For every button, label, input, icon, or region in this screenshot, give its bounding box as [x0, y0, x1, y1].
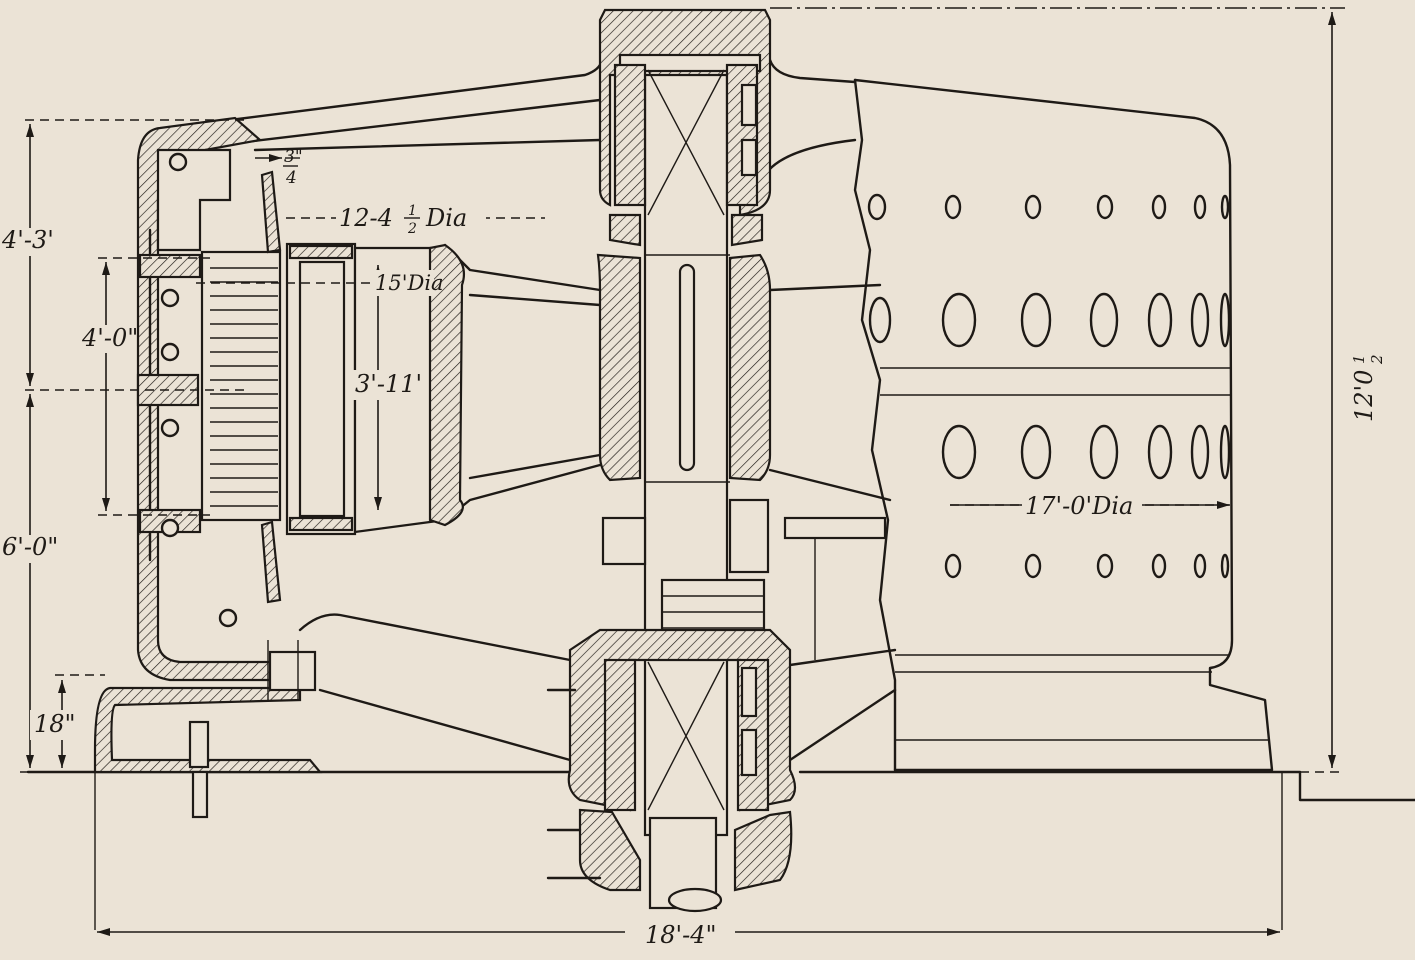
stator-core: [200, 170, 282, 604]
dim-air-gap-num: 3": [284, 147, 303, 167]
dim-overall-height: 12'0 1 2: [1350, 332, 1386, 428]
dim-top-section-height: 4'-3': [1, 226, 54, 254]
dim-bolt-circle-den: 2: [407, 221, 417, 237]
stator-frame-exterior: [853, 78, 1274, 772]
dim-overall-height-frac-num: 1: [1350, 354, 1368, 364]
shaft-and-hub: [596, 53, 772, 837]
dim-bottom-section-height: 6'-0": [2, 533, 58, 561]
dim-air-gap: 3" 4: [283, 147, 303, 188]
vent-holes-row-2: [868, 292, 1231, 348]
dim-air-gap-den: 4: [285, 168, 297, 188]
dim-overall-width: 18'-4": [645, 921, 717, 949]
dim-overall-height-frac-den: 2: [1368, 354, 1386, 365]
vent-holes-row-3: [941, 424, 1231, 480]
dim-overall-height-main: 12'0: [1350, 370, 1378, 422]
dim-base-height: 18": [34, 710, 76, 738]
dim-bolt-circle-prefix: 12-4: [339, 204, 393, 232]
thrust-and-lower-bearing: [546, 498, 887, 913]
vent-holes-row-4: [944, 553, 1230, 579]
dim-rotor-pole-length: 3'-11': [355, 370, 422, 398]
dim-rotor-diameter: 15'Dia: [375, 271, 444, 295]
dim-bolt-circle: 12-4 1 2 Dia: [336, 203, 486, 237]
base-ring: [93, 640, 323, 819]
dim-bolt-circle-suffix: Dia: [425, 204, 467, 232]
vent-holes-row-1: [867, 193, 1230, 221]
dim-bolt-circle-num: 1: [408, 203, 417, 219]
dimension-labels: 4'-3' 6'-0" 4'-0" 3'-11' 18" 18'-4" 17'-…: [0, 147, 1386, 949]
upper-guide-bearing: [598, 8, 772, 247]
dim-stator-core-height: 4'-0": [81, 324, 138, 352]
dim-outer-diameter: 17'-0'Dia: [1025, 492, 1133, 520]
